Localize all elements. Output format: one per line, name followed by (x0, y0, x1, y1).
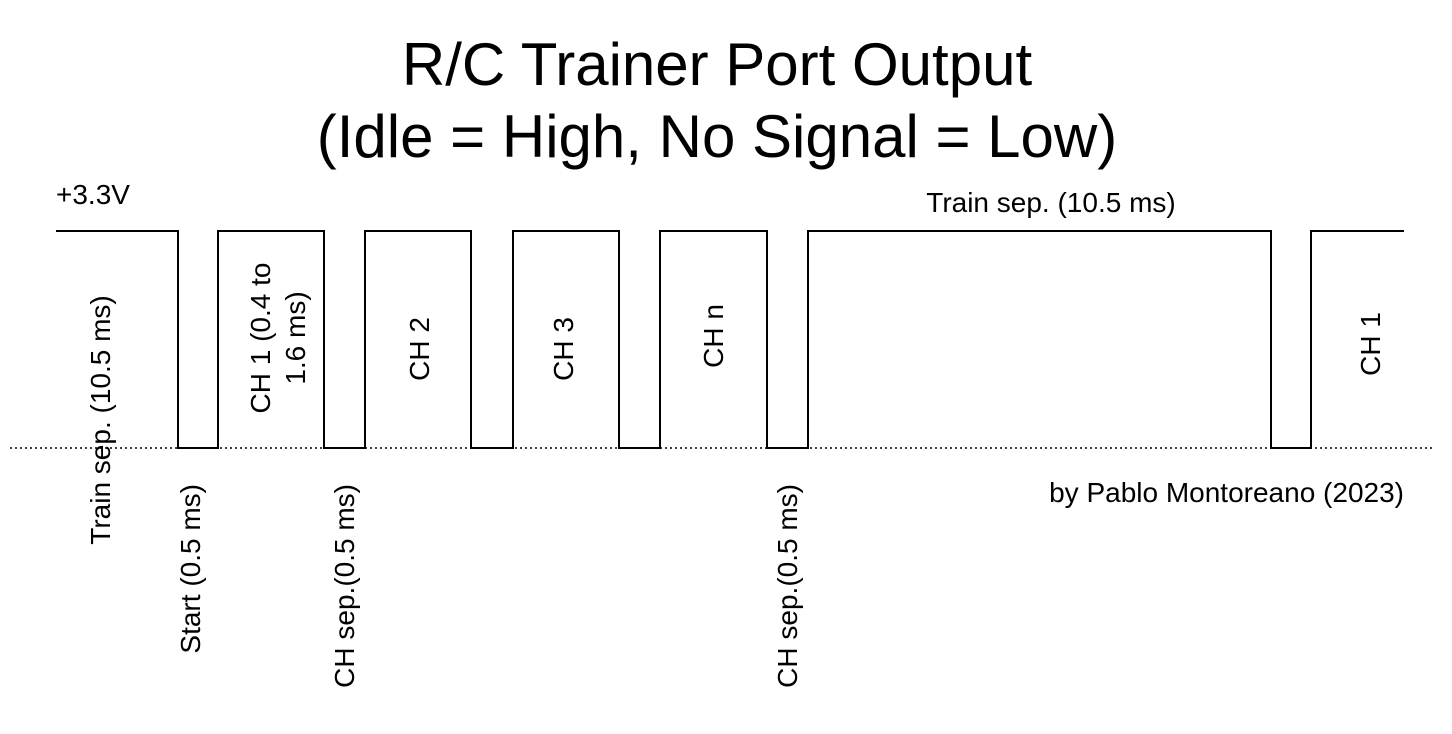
ch3-pulse-label: CH 3 (548, 317, 579, 381)
ch1-pulse-label-line-1: CH 1 (0.4 to (245, 263, 276, 414)
start-gap-label: Start (0.5 ms) (175, 484, 206, 654)
title-line-1: R/C Trainer Port Output (402, 31, 1033, 98)
voltage-label: +3.3V (56, 179, 130, 210)
ch1-repeat-pulse-label: CH 1 (1355, 312, 1386, 376)
ch2-pulse-label: CH 2 (404, 317, 435, 381)
train-sep-left-label: Train sep. (10.5 ms) (85, 295, 116, 544)
train-sep-top-label: Train sep. (10.5 ms) (926, 187, 1175, 218)
title-line-2: (Idle = High, No Signal = Low) (317, 103, 1117, 170)
ch-sep-gap-label-1: CH sep.(0.5 ms) (329, 484, 360, 688)
signal-waveform (56, 230, 1404, 449)
chn-pulse-label: CH n (698, 304, 729, 368)
ch-sep-gap-label-2: CH sep.(0.5 ms) (772, 484, 803, 688)
ch1-pulse-label-line-2: 1.6 ms) (280, 291, 311, 384)
credit-label: by Pablo Montoreano (2023) (1049, 477, 1404, 508)
